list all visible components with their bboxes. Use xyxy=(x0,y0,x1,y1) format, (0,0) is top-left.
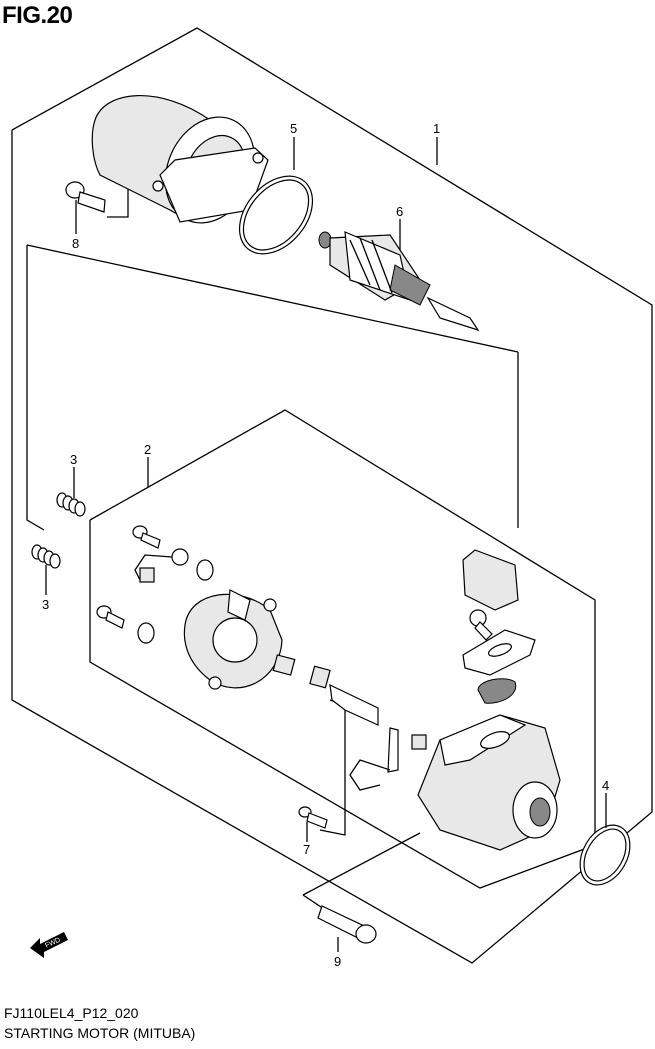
fwd-arrow-icon: FWD xyxy=(30,932,68,958)
figure-caption: STARTING MOTOR (MITUBA) xyxy=(4,1025,196,1041)
callout-3-lower: 3 xyxy=(42,597,49,612)
callout-3-upper: 3 xyxy=(70,452,77,467)
washer-upper xyxy=(196,559,214,581)
grommet xyxy=(477,678,517,704)
spring-3-upper xyxy=(56,492,86,517)
o-ring-5 xyxy=(238,175,314,255)
brush-lead xyxy=(134,548,189,583)
spring-3-lower xyxy=(31,544,61,569)
brush-plate xyxy=(183,589,283,690)
o-ring-4 xyxy=(579,824,631,886)
callout-1: 1 xyxy=(433,121,440,136)
screw-left xyxy=(96,605,125,629)
callout-7: 7 xyxy=(303,842,310,857)
terminal-screw xyxy=(469,609,493,641)
callout-5: 5 xyxy=(290,121,297,136)
callout-4: 4 xyxy=(602,778,609,793)
armature-6 xyxy=(318,231,480,332)
terminal-cap xyxy=(462,549,519,611)
figure-code: FJ110LEL4_P12_020 xyxy=(4,1005,139,1021)
brush-screw xyxy=(132,525,161,549)
figure-title: FIG.20 xyxy=(2,2,73,29)
fwd-label: FWD xyxy=(44,937,61,950)
motor-yoke xyxy=(91,95,269,224)
terminal-bracket xyxy=(329,683,427,791)
assembly-outline-1 xyxy=(11,27,653,964)
armature-group-outline xyxy=(26,245,45,531)
rear-cover xyxy=(417,714,561,851)
callout-6: 6 xyxy=(396,204,403,219)
terminal-plate xyxy=(462,629,536,676)
bolt-8 xyxy=(65,181,106,213)
washer-lower xyxy=(137,622,155,644)
callout-9: 9 xyxy=(334,954,341,969)
bolt-9 xyxy=(317,905,377,944)
brush-small xyxy=(272,654,296,676)
callout-8: 8 xyxy=(72,236,79,251)
brush-terminal xyxy=(309,665,331,689)
callout-2: 2 xyxy=(144,442,151,457)
screw-7 xyxy=(298,806,328,829)
